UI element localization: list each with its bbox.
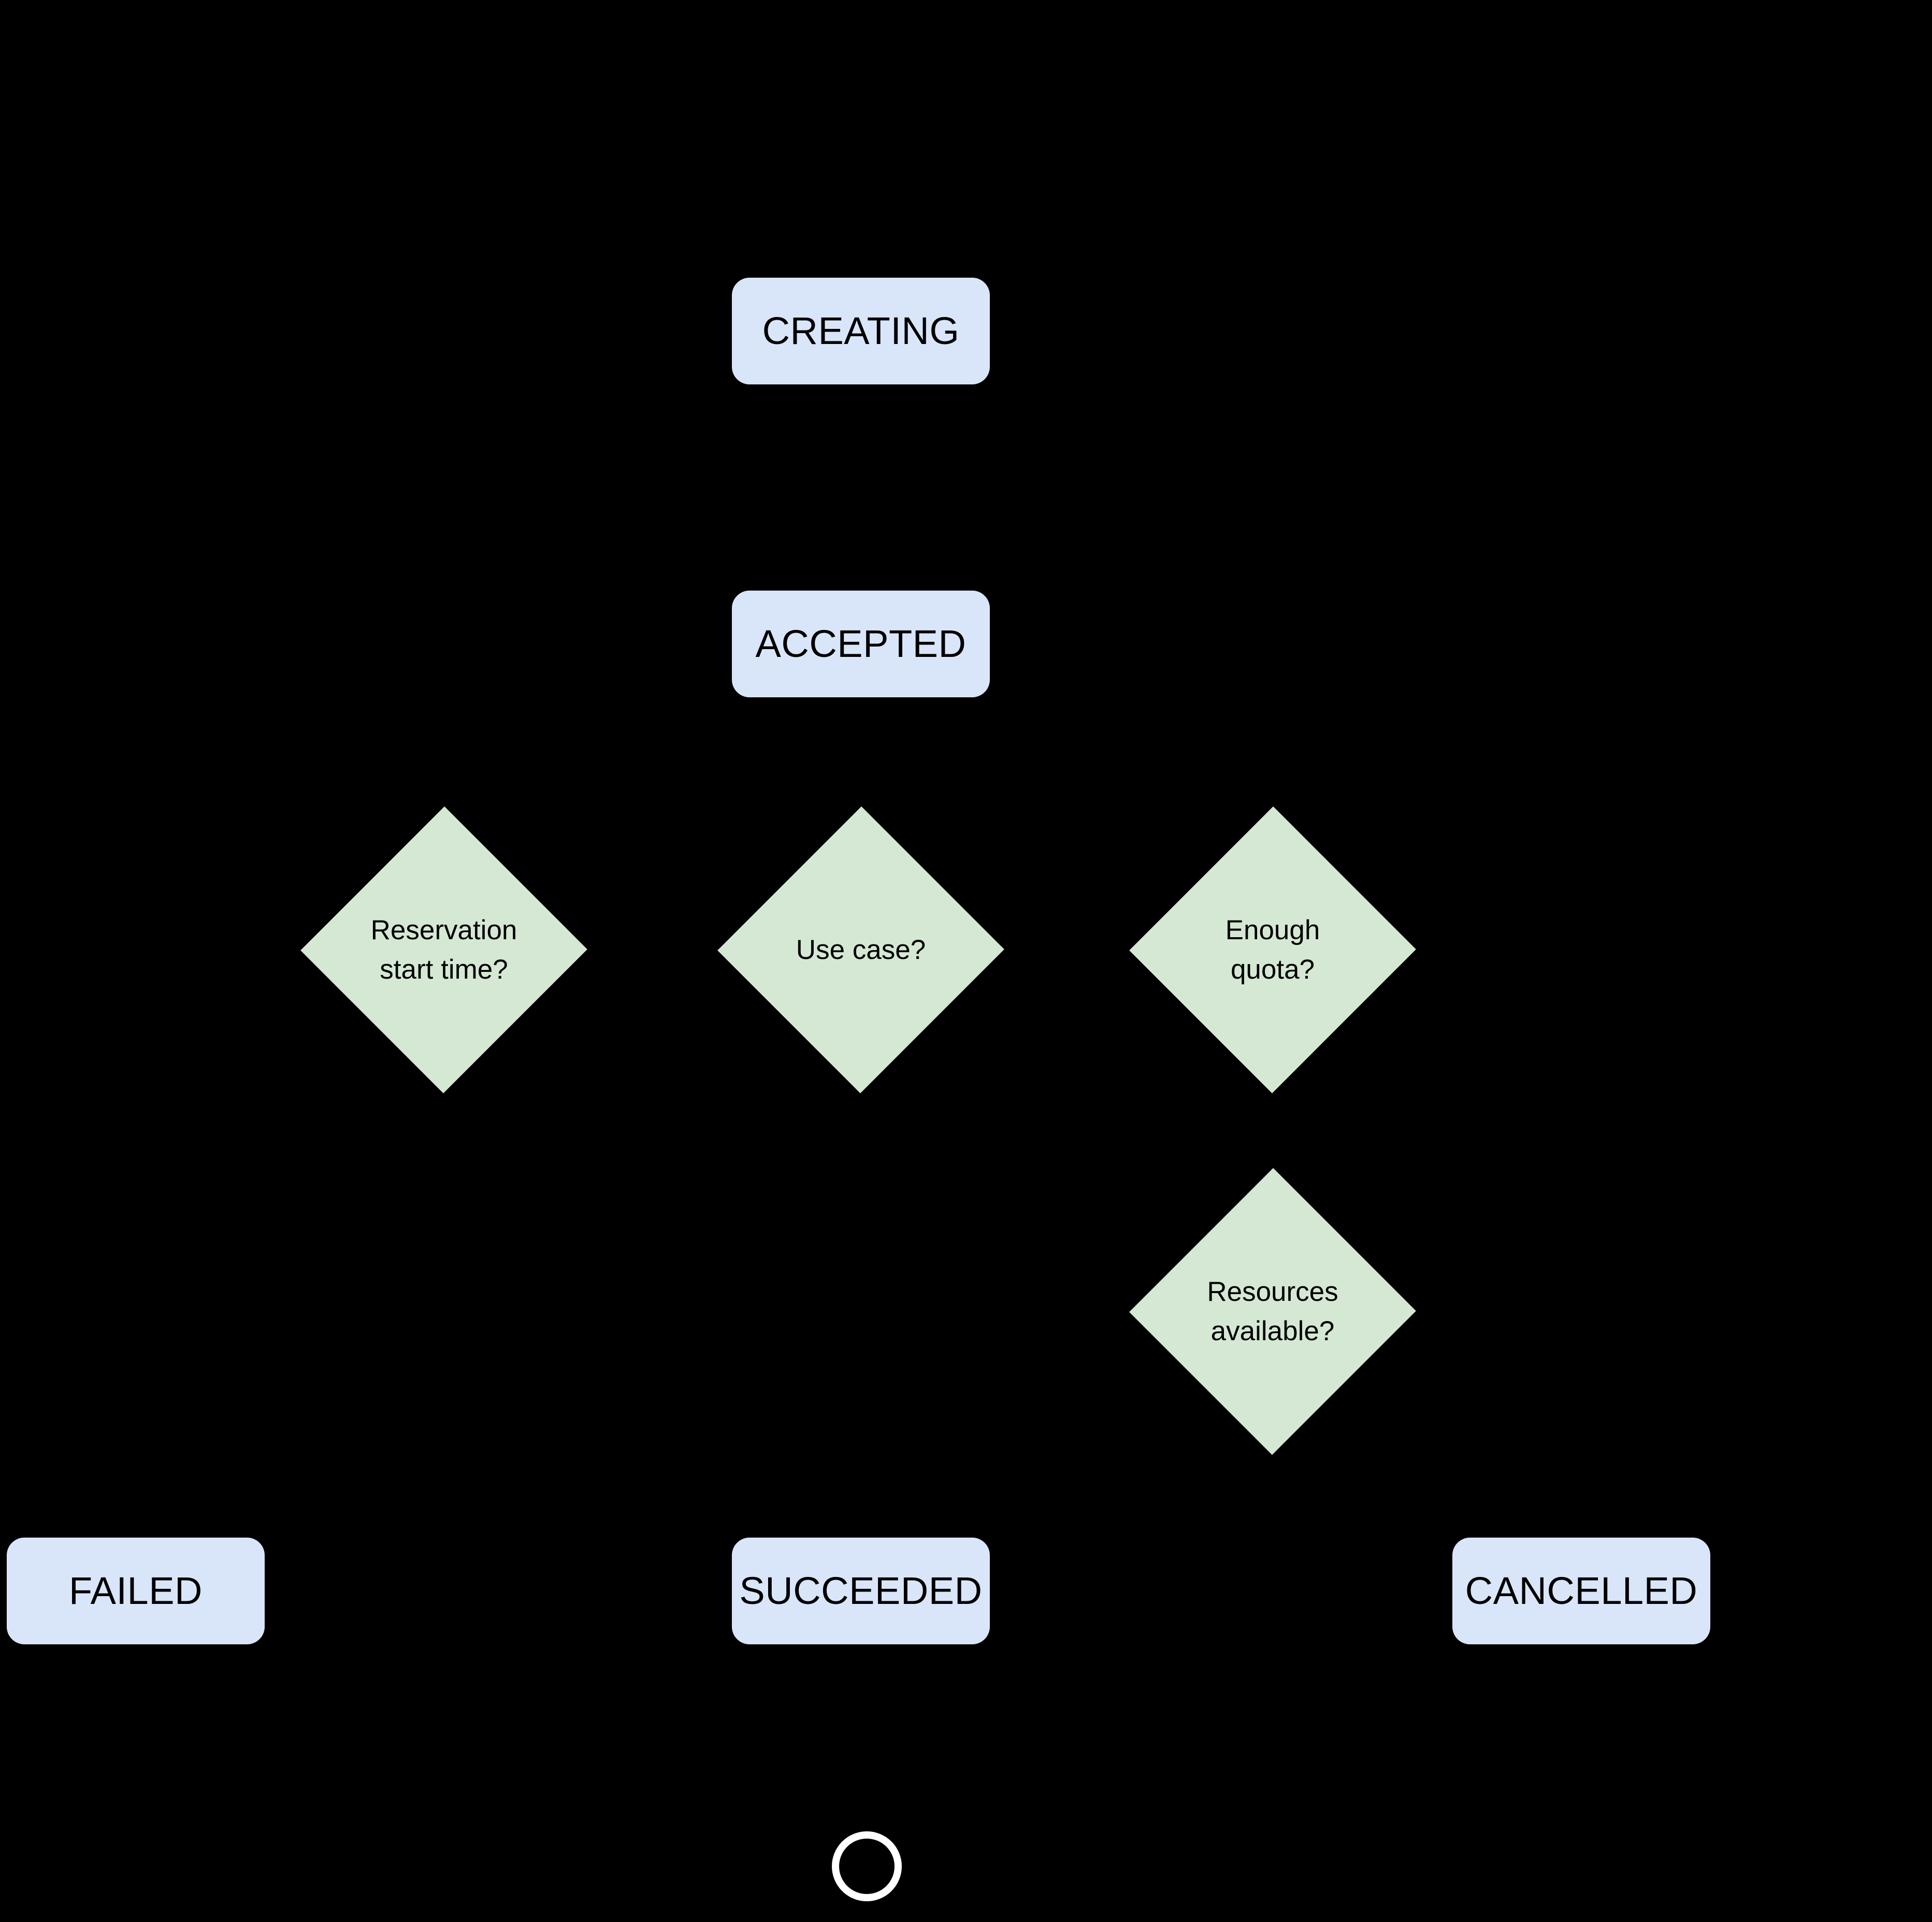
edge-accepted-reservation — [442, 697, 863, 848]
decision-reservation-start-time[interactable]: Reservation start time? — [300, 806, 587, 1094]
state-accepted-label: ACCEPTED — [755, 622, 967, 666]
decision-use-case[interactable]: Use case? — [717, 806, 1004, 1094]
state-succeeded-label: SUCCEEDED — [739, 1569, 983, 1613]
edge-resources-cancelled — [1271, 1413, 1583, 1538]
state-accepted[interactable]: ACCEPTED — [732, 591, 990, 697]
decision-resources-available[interactable]: Resources available? — [1129, 1168, 1416, 1455]
decision-enough-quota-label: Enough quota? — [1225, 915, 1320, 985]
state-creating-label: CREATING — [762, 309, 960, 353]
state-creating[interactable]: CREATING — [732, 278, 990, 384]
state-cancelled[interactable]: CANCELLED — [1452, 1538, 1710, 1644]
state-failed[interactable]: FAILED — [7, 1538, 265, 1644]
decision-resources-available-label: Resources available? — [1207, 1276, 1338, 1346]
edge-accepted-quota — [859, 697, 1275, 848]
decision-enough-quota[interactable]: Enough quota? — [1129, 806, 1416, 1094]
edge-reservation-failed — [134, 1052, 446, 1538]
state-succeeded[interactable]: SUCCEEDED — [732, 1538, 990, 1644]
decision-reservation-start-time-label: Reservation start time? — [370, 915, 517, 985]
state-cancelled-label: CANCELLED — [1465, 1569, 1698, 1613]
decision-use-case-label: Use case? — [796, 934, 926, 965]
terminal-end-node[interactable] — [832, 1831, 902, 1901]
state-failed-label: FAILED — [69, 1569, 203, 1613]
